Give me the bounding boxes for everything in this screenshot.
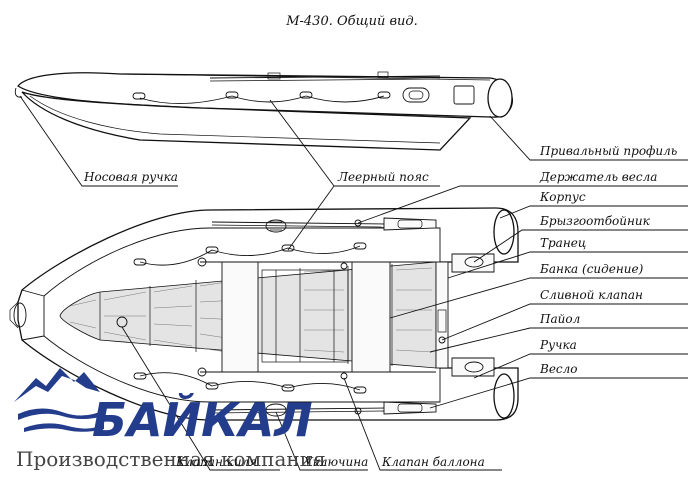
label-bow-handle: Носовая ручка (83, 170, 178, 184)
oar-lower-shaft (211, 407, 385, 411)
waves-icon (18, 408, 104, 420)
label-hull: Корпус (539, 190, 586, 204)
lifeline-lower (139, 372, 361, 391)
lifeline-upper (139, 245, 361, 266)
mountains-icon (14, 368, 100, 402)
top-bow-handle (9, 301, 19, 329)
side-valve (402, 87, 430, 103)
top-view (9, 207, 519, 421)
company-logo: БАЙКАЛ Производственная компания (14, 368, 326, 471)
label-lifeline: Леерный пояс (337, 170, 429, 184)
label-handle: Ручка (539, 338, 577, 352)
side-bow-handle (14, 87, 23, 98)
label-rub-strake: Привальный профиль (539, 144, 677, 158)
side-stern-cap (487, 78, 513, 118)
label-oar: Весло (539, 362, 578, 376)
top-stern-cap-lower (493, 373, 515, 419)
label-spray-guard: Брызгоотбойник (539, 214, 651, 228)
bench-rear (351, 261, 391, 373)
label-bench: Банка (сидение) (539, 262, 644, 276)
label-transom: Транец (540, 236, 586, 250)
stern-plate-bottom (451, 357, 495, 377)
diagram-title: М-430. Общий вид. (285, 14, 418, 29)
label-floor: Пайол (539, 312, 580, 326)
side-lower-hull (21, 91, 472, 151)
oar-holder-lower (265, 403, 287, 417)
label-tube-valve: Клапан баллона (381, 455, 485, 469)
oar-holder-upper (265, 219, 287, 233)
side-view (14, 71, 514, 151)
top-inner-tube (43, 227, 441, 403)
stern-plate-top (451, 253, 495, 273)
label-keel-valve: Клапан киля (175, 455, 257, 469)
oar-upper-blade (383, 217, 437, 231)
label-oar-holder: Держатель весла (539, 170, 657, 184)
company-tagline: Производственная компания (16, 447, 326, 471)
brand-name: БАЙКАЛ (92, 393, 313, 447)
side-oar (209, 75, 441, 79)
leader-lines (19, 95, 688, 471)
bench-front (221, 261, 259, 373)
side-brand-plate (453, 85, 475, 105)
label-oarlock: Уключина (304, 455, 368, 469)
floor-frame (261, 269, 349, 363)
label-drain-valve: Сливной клапан (540, 288, 643, 302)
drain-valve-mark (438, 336, 446, 344)
side-lifeline (139, 95, 385, 104)
oar-lower-blade (383, 401, 437, 415)
top-stern-cap-upper (493, 209, 515, 255)
